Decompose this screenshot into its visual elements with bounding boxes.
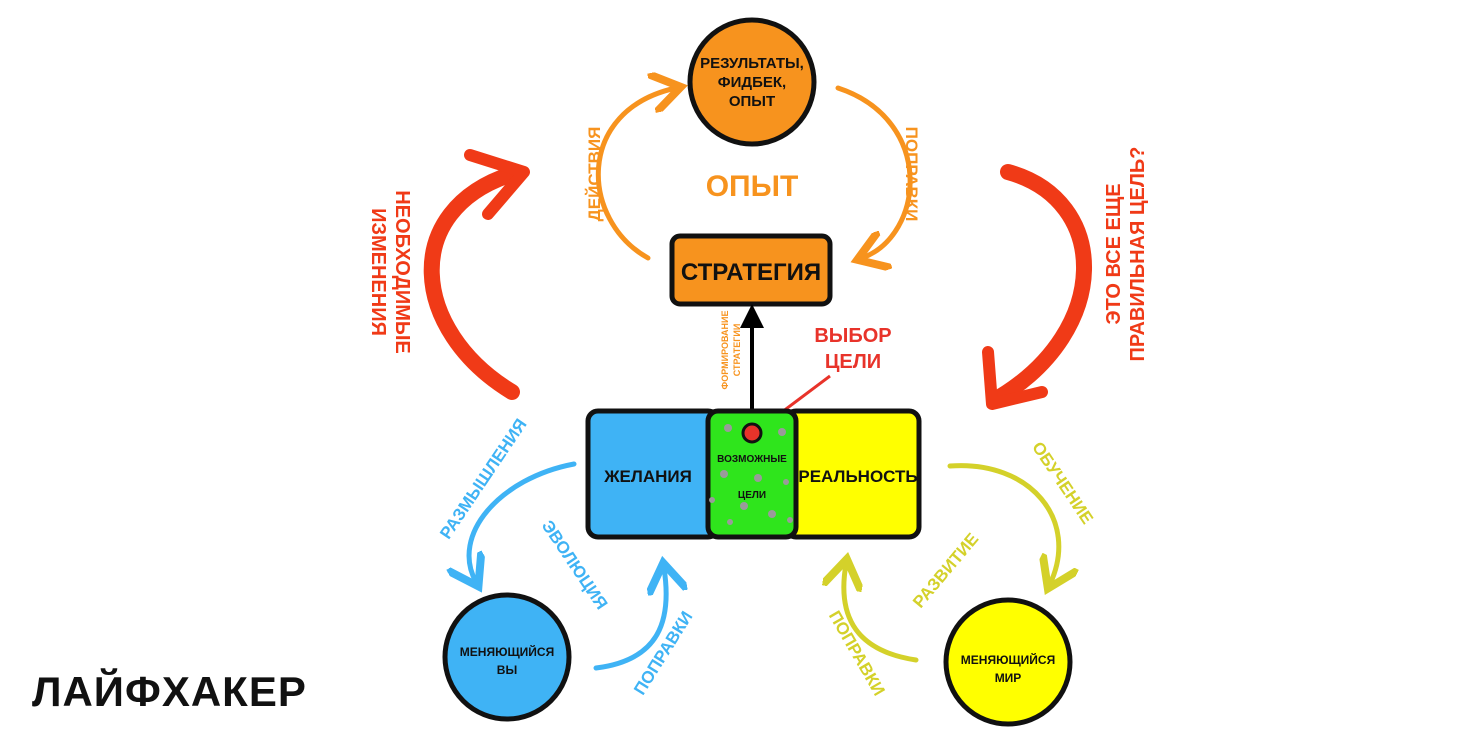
strategy-label: СТРАТЕГИЯ <box>681 259 821 286</box>
corrections-top-arrow <box>835 85 913 258</box>
learning-label: ОБУЧЕНИЕ <box>1028 438 1097 527</box>
actions-label: ДЕЙСТВИЯ <box>585 127 604 222</box>
changing-world-line2: МИР <box>995 671 1022 685</box>
right-question-line2: ПРАВИЛЬНАЯ ЦЕЛЬ? <box>1127 146 1149 361</box>
right-question-line1: ЭТО ВСЕ ЕЩЕ <box>1103 183 1125 324</box>
corrections-top-label: ПОПРАВКИ <box>902 127 921 222</box>
changing-you-line2: ВЫ <box>497 663 517 677</box>
possible-goals-segment <box>705 408 799 540</box>
possible-goals-line2: ЦЕЛИ <box>738 490 766 501</box>
learning-arrow <box>947 463 1059 584</box>
results-circle <box>687 17 817 147</box>
changing-world-circle <box>943 597 1073 727</box>
goal-choice-marker <box>741 422 763 444</box>
corrections-right-label: ПОПРАВКИ <box>825 608 889 699</box>
reality-label: РЕАЛЬНОСТЬ <box>798 467 917 486</box>
development-label: РАЗВИТИЕ <box>909 529 982 611</box>
desires-label: ЖЕЛАНИЯ <box>603 467 692 486</box>
changes-line1: НЕОБХОДИМЫЕ <box>391 190 413 354</box>
changing-world-line1: МЕНЯЮЩИЙСЯ <box>961 652 1055 667</box>
strategy-forming-line1: ФОРМИРОВАНИЕ <box>720 311 730 390</box>
results-line1: РЕЗУЛЬТАТЫ, <box>700 55 804 72</box>
changing-you-circle <box>442 592 572 722</box>
lifehacker-logo[interactable]: ЛАЙФХАКЕР <box>32 668 307 715</box>
reflection-label: РАЗМЫШЛЕНИЯ <box>436 415 530 542</box>
changes-red-arrow <box>423 166 520 400</box>
possible-goals-dots <box>709 424 793 525</box>
changes-red-arrowhead <box>464 149 530 220</box>
right-question-red-arrow <box>990 164 1092 406</box>
experience-label: ОПЫТ <box>706 170 799 203</box>
actions-arrow <box>595 88 676 261</box>
results-line3: ОПЫТ <box>729 93 775 110</box>
corrections-right-arrow <box>844 564 919 663</box>
changes-line2: ИЗМЕНЕНИЯ <box>367 208 389 336</box>
strategy-forming-line2: СТРАТЕГИИ <box>732 324 742 377</box>
goal-choice-line1: ВЫБОР <box>814 325 891 347</box>
results-line2: ФИДБЕК, <box>718 74 786 91</box>
corrections-left-arrow <box>593 568 666 671</box>
goal-choice-line2: ЦЕЛИ <box>825 351 881 373</box>
right-question-red-arrowhead <box>982 346 1048 410</box>
possible-goals-line1: ВОЗМОЖНЫЕ <box>717 454 787 465</box>
changing-you-line1: МЕНЯЮЩИЙСЯ <box>460 644 554 659</box>
reflection-arrow <box>469 461 577 582</box>
